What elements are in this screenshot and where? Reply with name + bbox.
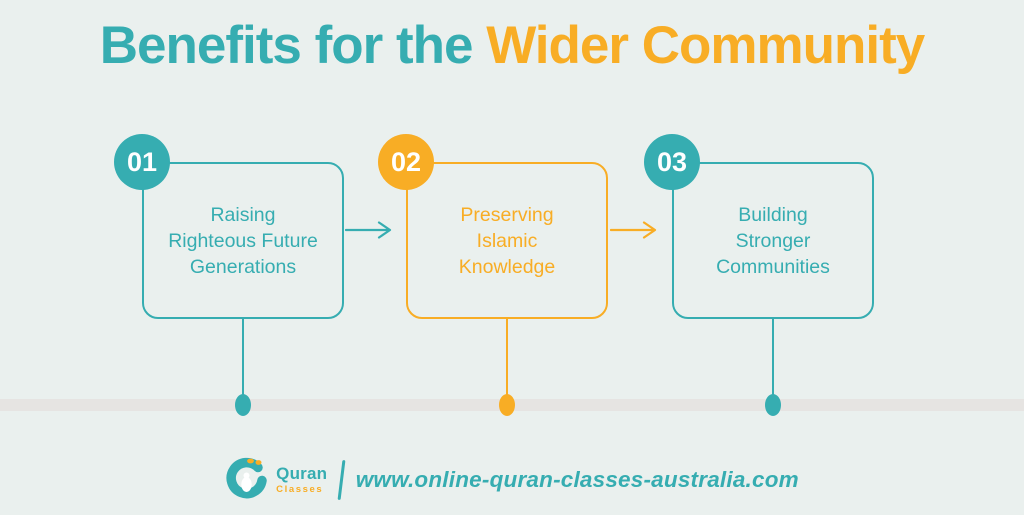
- step-01-label: Raising Righteous Future Generations: [168, 202, 318, 280]
- step-02-label: Preserving Islamic Knowledge: [459, 202, 556, 280]
- step-02-label-line3: Knowledge: [458, 255, 556, 278]
- step-card-01: Raising Righteous Future Generations 01: [114, 134, 344, 462]
- brand-logo-text: Quran Classes: [276, 465, 327, 495]
- step-01-number-badge: 01: [114, 134, 170, 190]
- step-02-number: 02: [390, 146, 422, 177]
- step-02-card: Preserving Islamic Knowledge: [406, 162, 608, 319]
- step-01-timeline-dot: [235, 394, 251, 416]
- brand-name: Quran: [276, 464, 328, 484]
- footer: Quran Classes www.online-quran-classes-a…: [0, 456, 1024, 504]
- step-02-connector-line: [506, 319, 508, 401]
- step-03-number: 03: [656, 146, 688, 177]
- arrow-right-icon-step1-to-step2: [345, 221, 392, 239]
- website-url: www.online-quran-classes-australia.com: [355, 467, 799, 492]
- step-01-connector-line: [242, 319, 244, 401]
- step-01-card: Raising Righteous Future Generations: [142, 162, 344, 319]
- footer-divider: [337, 459, 346, 501]
- step-card-03: Building Stronger Communities 03: [644, 134, 874, 462]
- step-02-number-badge: 02: [378, 134, 434, 190]
- step-02-label-line1: Preserving: [460, 203, 554, 226]
- step-03-number-badge: 03: [644, 134, 700, 190]
- step-03-label-line2: Stronger: [735, 229, 811, 252]
- step-03-timeline-dot: [765, 394, 781, 416]
- step-03-label-line1: Building: [738, 203, 808, 226]
- step-01-label-line3: Generations: [189, 255, 297, 278]
- step-02-timeline-dot: [499, 394, 515, 416]
- quran-classes-logo-icon: [226, 457, 267, 499]
- step-01-number: 01: [126, 146, 158, 177]
- brand-logo: Quran Classes: [225, 456, 327, 504]
- page-title: Benefits for the Wider Community: [0, 16, 1024, 77]
- step-card-02: Preserving Islamic Knowledge 02: [378, 134, 608, 462]
- step-02-label-line2: Islamic: [476, 229, 538, 252]
- step-03-connector-line: [772, 319, 774, 401]
- title-orange-part: Wider Community: [486, 16, 925, 75]
- step-03-label: Building Stronger Communities: [716, 202, 830, 280]
- arrow-right-icon-step2-to-step3: [610, 221, 657, 239]
- step-01-label-line2: Righteous Future: [168, 229, 318, 252]
- step-03-card: Building Stronger Communities: [672, 162, 874, 319]
- step-03-label-line3: Communities: [716, 255, 830, 278]
- brand-subtitle: Classes: [276, 484, 324, 496]
- step-01-label-line1: Raising: [210, 203, 276, 226]
- title-teal-part: Benefits for the: [99, 16, 474, 75]
